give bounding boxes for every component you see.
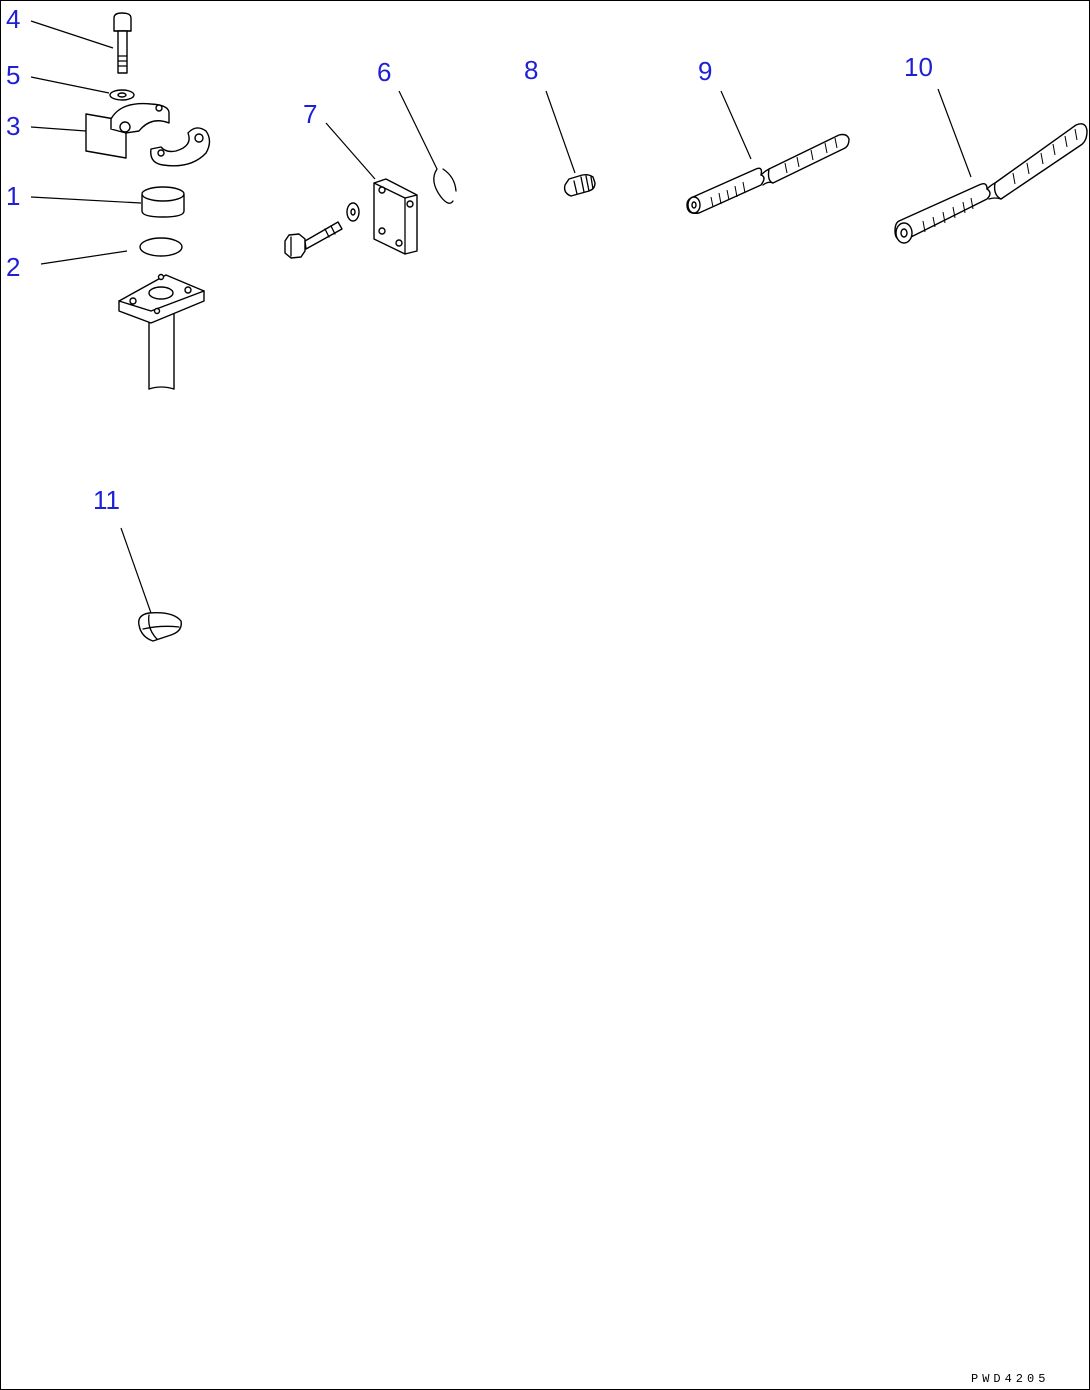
leader-7 [325,122,376,180]
callout-9: 9 [698,56,712,86]
part-8-plug [563,174,596,197]
leader-11 [120,527,152,614]
leader-9 [720,90,752,160]
leader-4 [30,20,114,49]
callout-1: 1 [6,181,20,211]
part-1-cap [141,186,185,218]
leader-3 [30,126,87,132]
leader-1 [30,196,142,204]
leader-2 [40,250,128,265]
part-2-o-ring [139,237,183,257]
callout-6: 6 [377,57,391,87]
part-3-split-flange [85,102,211,167]
callout-10: 10 [904,52,933,82]
part-11-cap [138,611,182,642]
leader-8 [545,90,576,174]
leader-6 [398,90,438,170]
part-10-hose [894,123,1088,244]
callout-11: 11 [93,485,120,515]
callout-2: 2 [6,252,20,282]
part-5-washer [109,89,135,101]
callout-7: 7 [303,99,317,129]
part-9-hose [686,133,850,215]
callout-8: 8 [524,55,538,85]
callout-4: 4 [6,4,20,34]
leader-lines [30,20,972,614]
flanged-pipe [118,273,205,390]
callout-3: 3 [6,111,20,141]
callout-5: 5 [6,60,20,90]
part-6-o-ring [433,168,457,204]
part-4-bolt [113,12,132,74]
leader-10 [937,88,972,178]
leader-5 [30,76,110,94]
part-7-cover-plate [284,178,418,259]
drawing-reference-code: PWD4205 [971,1372,1049,1386]
